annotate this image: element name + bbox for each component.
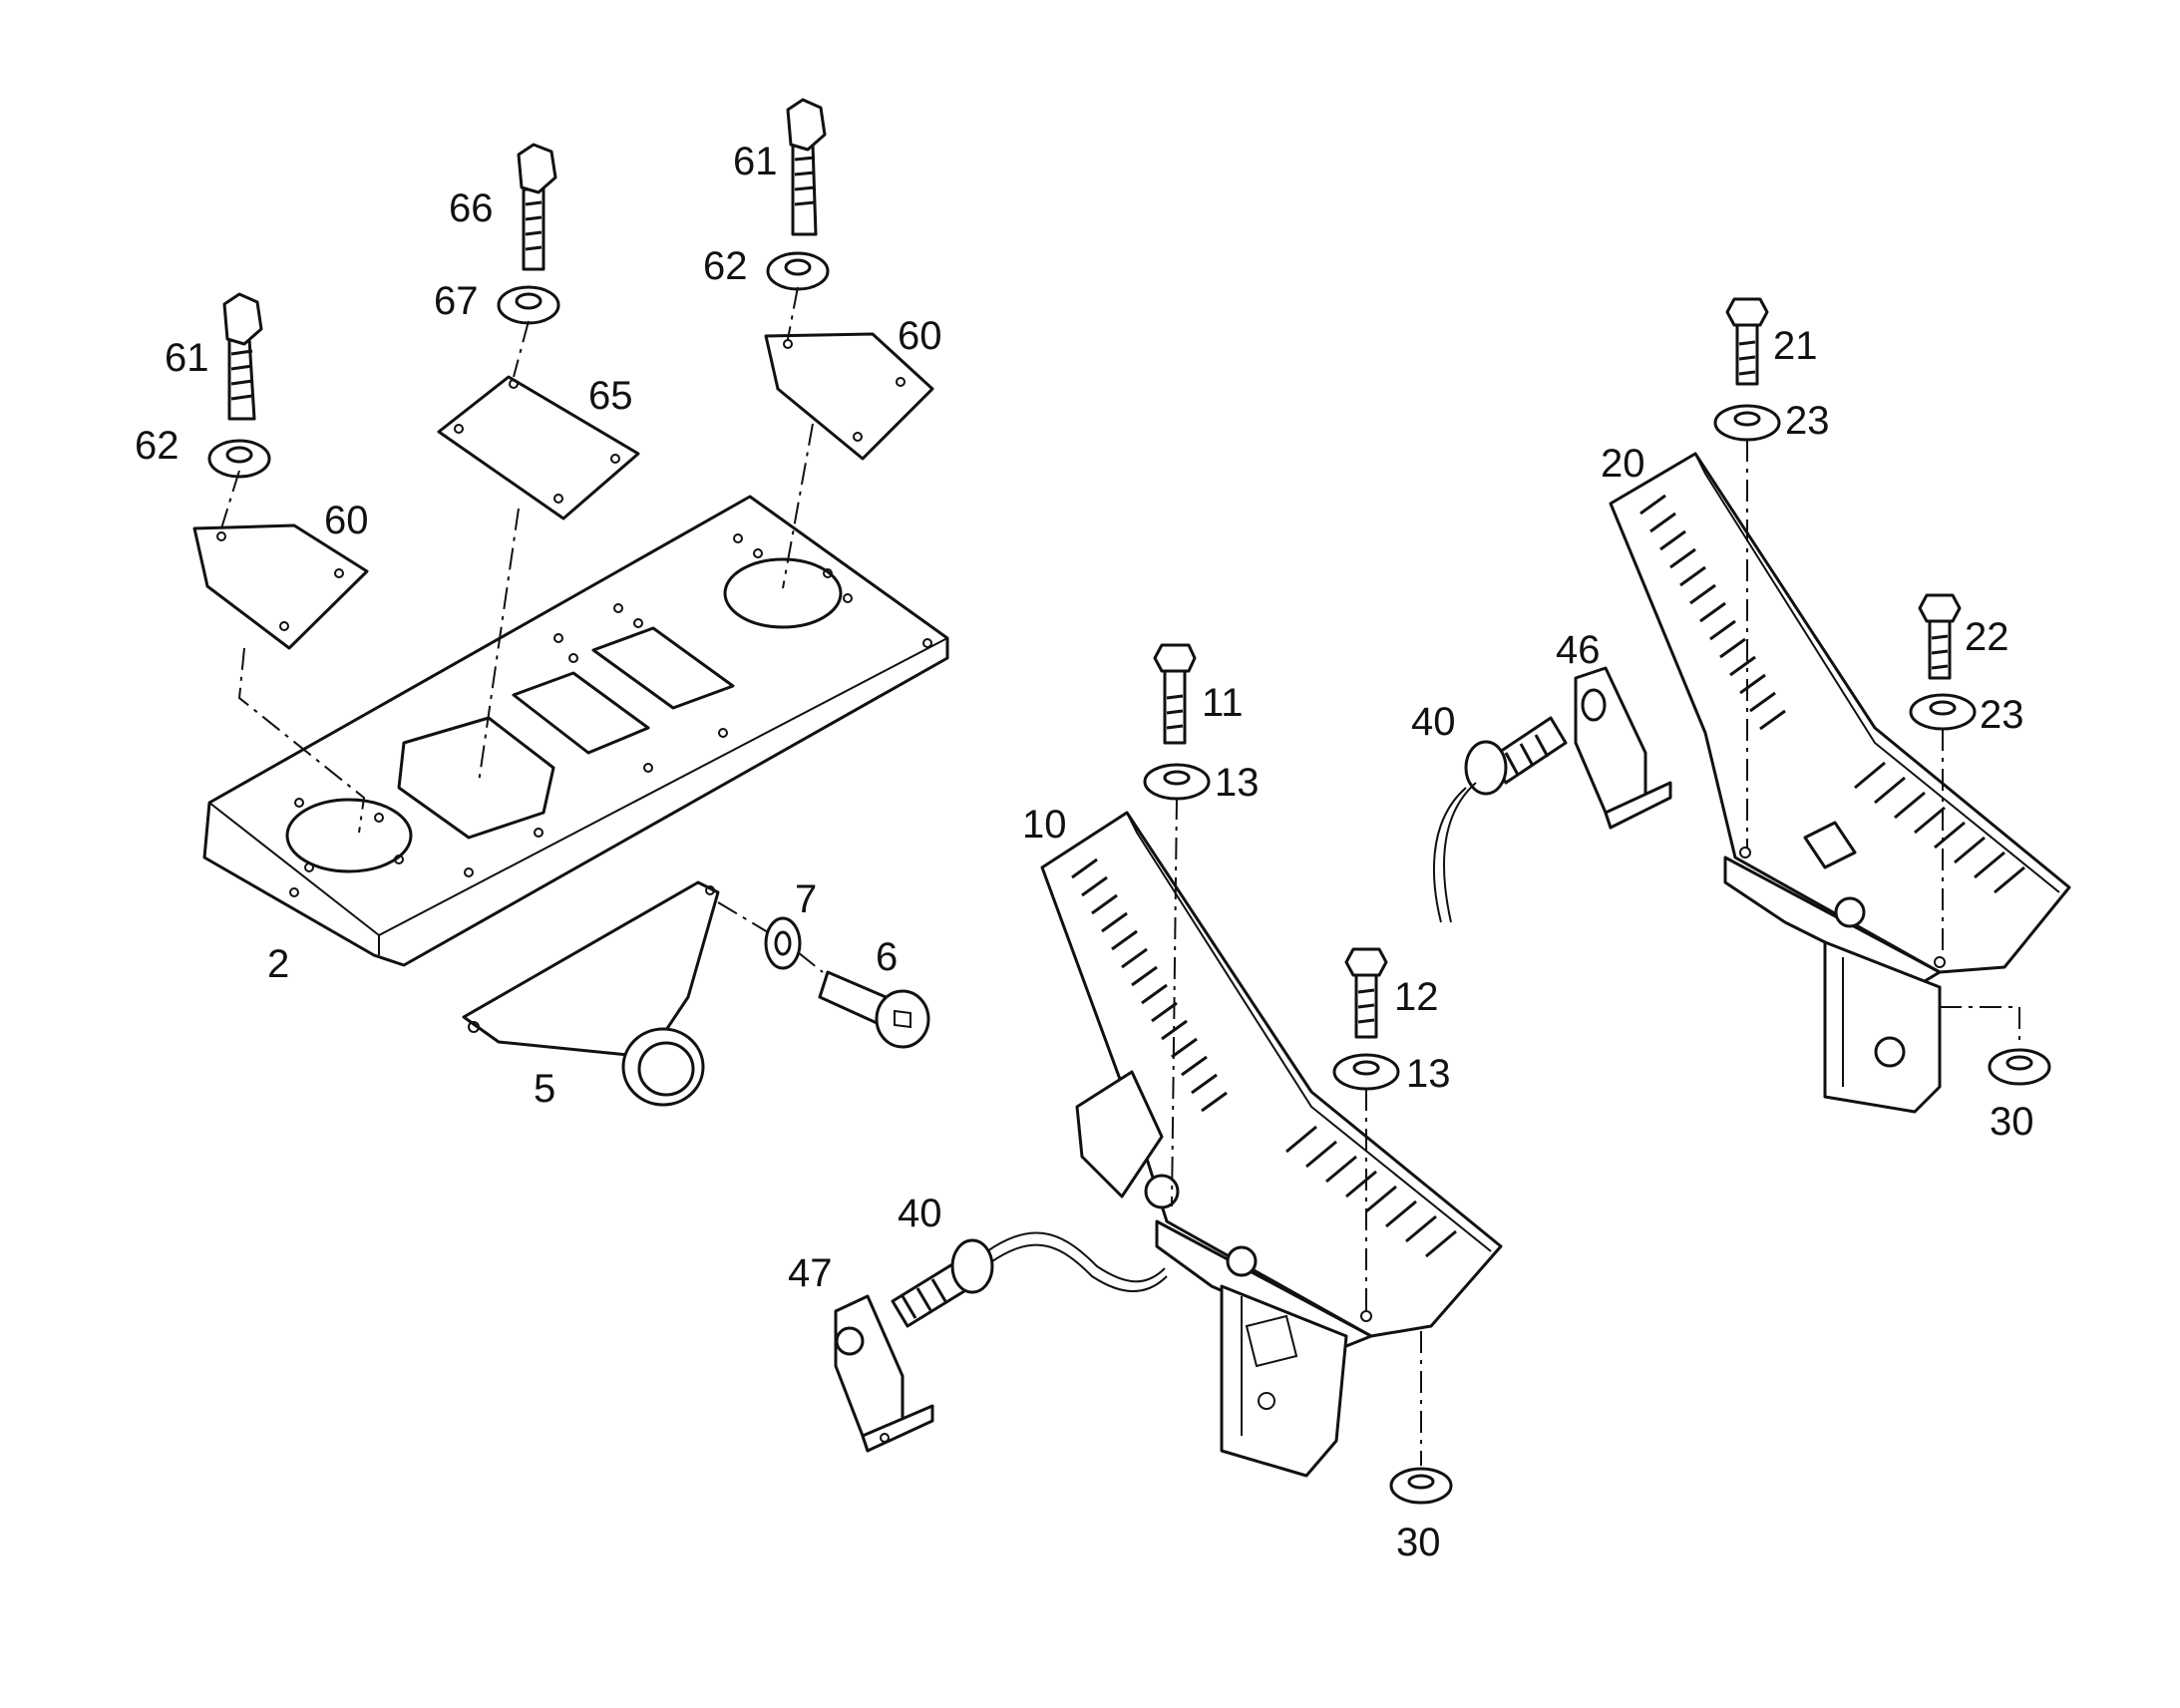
label-66: 66 [449,186,494,230]
bolt-66 [517,143,557,271]
bracket-47 [834,1294,934,1453]
label-65: 65 [588,374,633,418]
bolt-11 [1153,643,1197,745]
label-61-left: 61 [165,336,209,380]
label-30-lower: 30 [1396,1521,1441,1564]
cover-plate-65 [437,375,640,520]
wear-plate-left [192,523,369,650]
pedal-assembly-20 [1609,452,2071,1114]
bracket-5 [462,880,720,1107]
label-61-right: 61 [733,140,778,183]
label-6: 6 [876,935,898,979]
label-13-lower: 13 [1406,1052,1451,1096]
screw-6 [818,970,930,1049]
label-40-lower: 40 [898,1192,942,1235]
washer-7 [764,916,802,970]
label-12: 12 [1394,975,1439,1019]
washer-23-upper [1713,404,1781,442]
washer-30-lower [1389,1467,1453,1505]
label-67: 67 [434,279,479,323]
label-7: 7 [795,877,817,921]
washer-62-left [207,439,271,479]
label-21: 21 [1773,324,1818,368]
label-62-right: 62 [703,244,748,288]
label-62-left: 62 [135,424,180,468]
base-plate [202,495,949,967]
label-11: 11 [1202,681,1244,725]
washer-67 [497,285,560,325]
washer-13-lower [1332,1053,1400,1091]
label-10: 10 [1022,803,1067,847]
bracket-46 [1574,666,1672,830]
washer-62-right [766,251,830,291]
wear-plate-right [764,332,934,461]
washer-23-lower [1909,693,1977,731]
sensor-40-upper [1432,716,1568,923]
bolt-61-left [222,292,263,421]
label-20: 20 [1601,442,1645,486]
label-5: 5 [534,1067,555,1111]
callout-labels: 61 62 60 66 67 65 61 62 60 2 5 7 6 11 13… [135,140,2034,1564]
bolt-21 [1725,297,1769,386]
label-46: 46 [1556,628,1601,672]
pedal-assembly-10 [1040,811,1503,1478]
label-60-right: 60 [898,314,942,358]
bolt-12 [1344,947,1388,1039]
label-23-upper: 23 [1785,399,1830,443]
washer-13-upper [1143,763,1211,801]
label-30-upper: 30 [1990,1100,2034,1144]
sensor-40-lower [891,1231,1168,1328]
bolt-61-right [786,98,827,236]
label-13-upper: 13 [1215,761,1260,805]
washer-30-upper [1988,1048,2051,1086]
label-23-lower: 23 [1980,693,2024,737]
label-40-upper: 40 [1411,700,1456,744]
label-60-left: 60 [324,499,369,542]
label-2: 2 [267,942,289,986]
bolt-22 [1918,593,1962,680]
label-47: 47 [788,1251,833,1295]
label-22: 22 [1965,615,2009,659]
